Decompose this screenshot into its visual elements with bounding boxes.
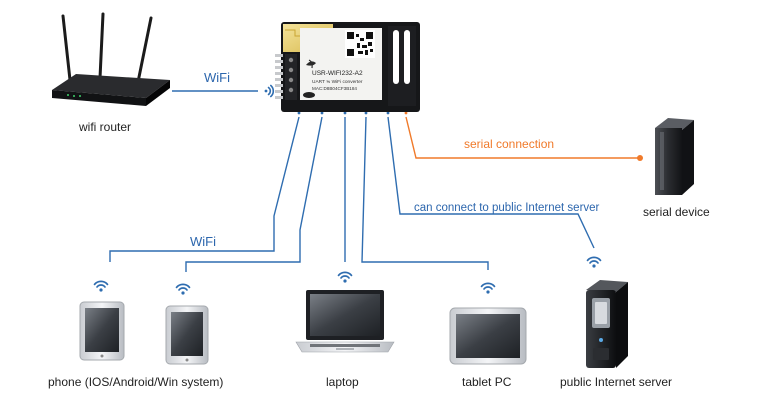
phone-icon — [165, 305, 209, 365]
wifi-router-label: wifi router — [78, 120, 131, 134]
serial-endpoint-dot — [637, 155, 643, 161]
internet-connect-label: can connect to public Internet server — [414, 202, 600, 214]
module-mac-text: MAC:D8B04CF3B184 — [312, 86, 357, 91]
usr-logo-icon — [306, 59, 316, 69]
server-label: public Internet server — [560, 375, 672, 389]
link-server — [387, 116, 595, 249]
wifi-signal-icon — [586, 256, 602, 268]
link-serial — [405, 116, 640, 159]
wifi-signal-icon — [93, 280, 109, 292]
link-phone-1 — [109, 116, 300, 262]
link-phone-2 — [185, 116, 323, 272]
serial-device-icon — [655, 118, 694, 195]
wifi-signal-icon — [480, 282, 496, 294]
serial-device-label: serial device — [643, 205, 710, 219]
wifi-signal-icon — [337, 271, 353, 283]
qr-code-icon — [345, 30, 375, 58]
tablet-label: tablet PC — [462, 375, 512, 389]
usr-wifi-module: USR-WIFI232-A2 UART ≒ WiFi converter MAC… — [275, 22, 420, 112]
link-tablet — [361, 116, 489, 270]
wifi-signal-icon — [175, 283, 191, 295]
wifi-router-icon — [52, 12, 170, 106]
server-icon — [586, 280, 628, 368]
device-signal-icons — [93, 256, 602, 295]
phone-icon — [79, 301, 125, 361]
laptop-icon — [295, 290, 395, 353]
wifi-devices-link-label: WiFi — [190, 234, 216, 249]
module-desc-text: UART ≒ WiFi converter — [312, 79, 363, 85]
tablet-icon — [449, 307, 527, 365]
connection-lines — [109, 90, 643, 272]
module-wifi-signal-icon — [264, 84, 275, 98]
phone-label: phone (IOS/Android/Win system) — [48, 375, 223, 389]
wifi-logo-icon — [303, 92, 315, 98]
laptop-label: laptop — [326, 375, 359, 389]
wifi-router-link-label: WiFi — [204, 70, 230, 85]
serial-connection-label: serial connection — [464, 137, 554, 151]
module-model-text: USR-WIFI232-A2 — [312, 70, 363, 77]
